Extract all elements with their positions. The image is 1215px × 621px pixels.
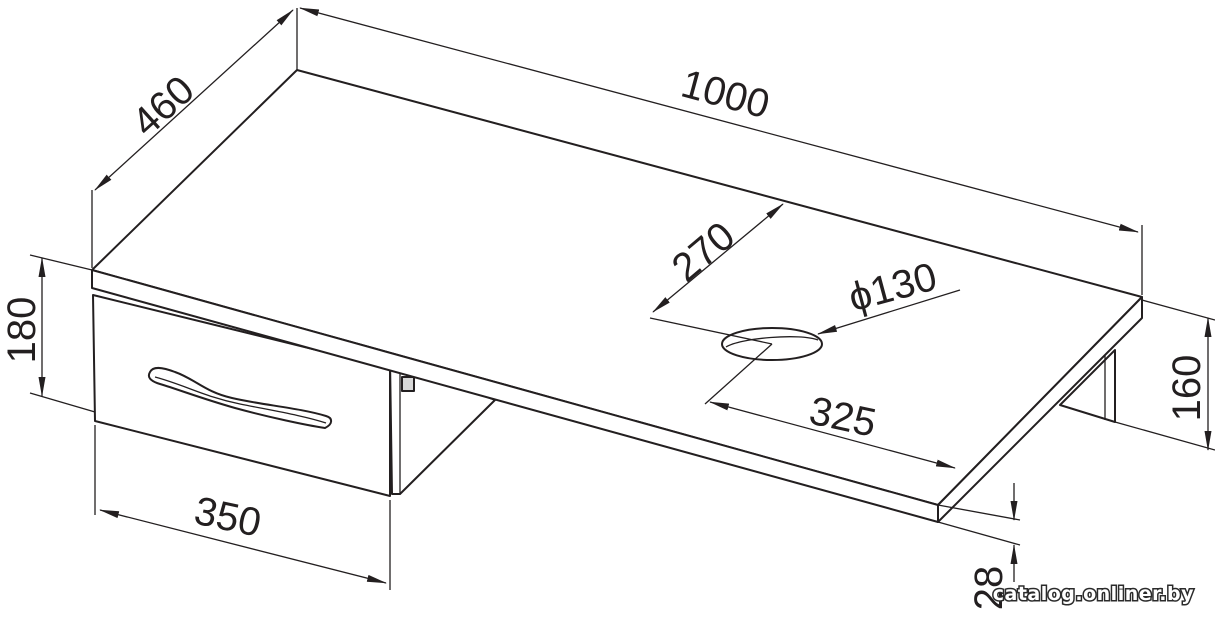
dim-left-height-label: 180 xyxy=(0,297,44,364)
dim-drawer-width-label: 350 xyxy=(190,489,264,546)
tabletop-right-edge xyxy=(937,296,1143,523)
dim-right-height-label: 160 xyxy=(1165,355,1209,422)
right-leg xyxy=(1059,349,1116,423)
shelf-body xyxy=(91,69,1143,523)
dim-length-label: 1000 xyxy=(677,62,774,128)
watermark-text: catalog.onliner.by xyxy=(993,583,1194,605)
dim-thickness-label: 28 xyxy=(967,566,1011,611)
dimension-lines xyxy=(29,7,1215,590)
drawer-lock xyxy=(401,376,415,392)
dim-depth-label: 460 xyxy=(124,68,203,145)
